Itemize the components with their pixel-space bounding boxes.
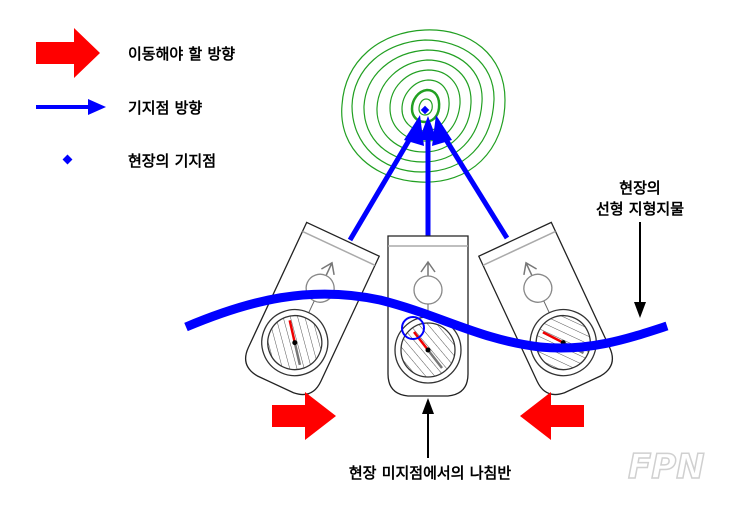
compass-caption: 현장 미지점에서의 나침반	[349, 464, 511, 482]
legend-known-point: 현장의 기지점	[62, 152, 216, 170]
linear-feature-label-line1: 현장의	[619, 179, 660, 197]
watermark: FPN	[628, 447, 705, 487]
move-arrow-left	[520, 392, 584, 440]
blue-arrow-icon	[88, 99, 106, 115]
legend-known-point-direction-label: 기지점 방향	[128, 99, 202, 117]
move-arrow-right	[272, 392, 336, 440]
red-arrow-icon	[36, 28, 100, 78]
compass-left	[237, 221, 381, 403]
diamond-icon	[62, 154, 73, 165]
known-point-marker	[420, 105, 430, 115]
compass-right	[477, 221, 621, 403]
bearing-lines	[347, 128, 510, 242]
contour-map	[341, 29, 506, 183]
legend-known-point-direction: 기지점 방향	[36, 99, 202, 117]
legend-known-point-label: 현장의 기지점	[128, 152, 216, 170]
linear-terrain-feature	[184, 289, 669, 353]
highlight-circle	[401, 316, 425, 340]
legend-move-direction: 이동해야 할 방향	[36, 28, 235, 78]
legend-move-direction-label: 이동해야 할 방향	[128, 45, 235, 63]
linear-feature-label-line2: 선형 지형지물	[596, 200, 684, 218]
